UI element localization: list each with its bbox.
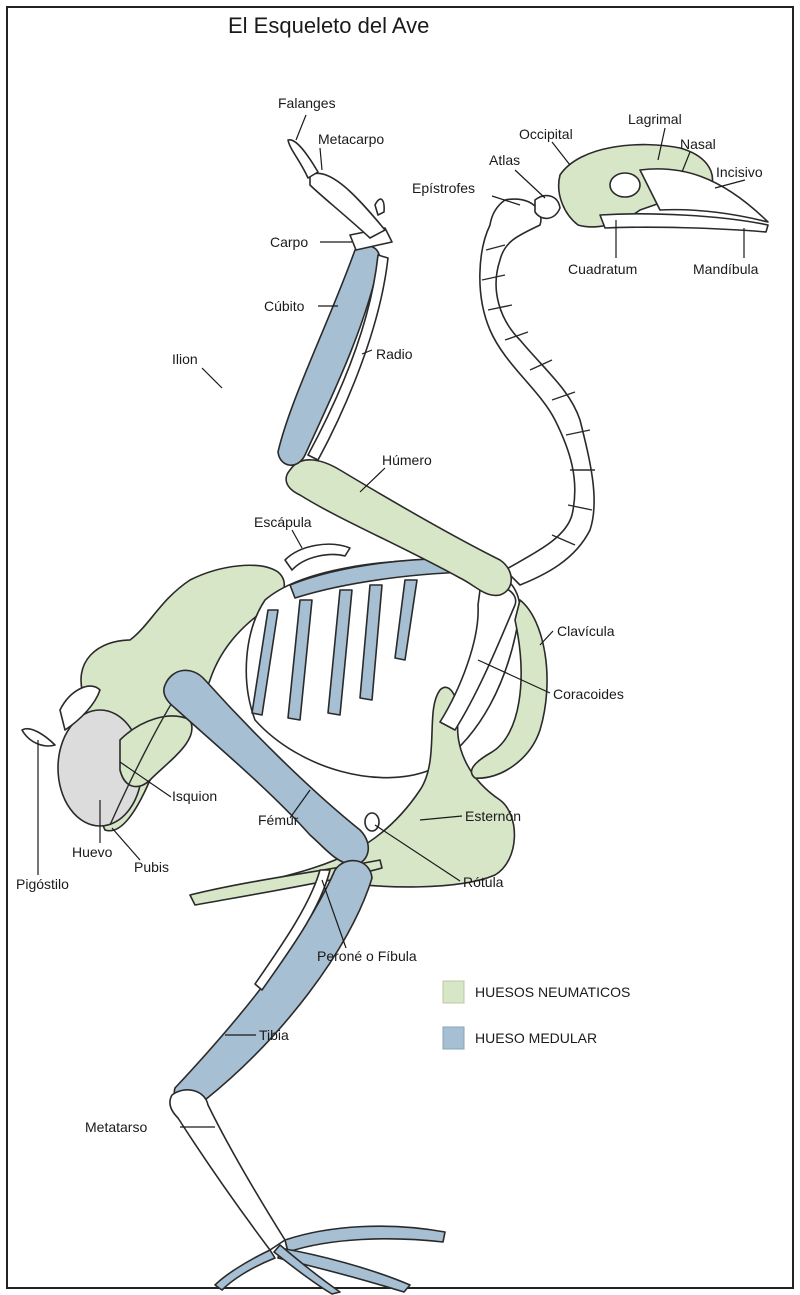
label-coracoides: Coracoides — [553, 686, 624, 702]
label-atlas: Atlas — [489, 152, 520, 168]
leader-escapula — [292, 530, 302, 548]
label-incisivo: Incisivo — [716, 164, 763, 180]
escapula-white — [285, 544, 350, 570]
label-lagrimal: Lagrimal — [628, 111, 682, 127]
label-cubito: Cúbito — [264, 298, 305, 314]
legend-label-pneumatic: HUESOS NEUMATICOS — [475, 984, 630, 1000]
rotula-bone — [365, 813, 379, 831]
legend-label-medullary: HUESO MEDULAR — [475, 1030, 597, 1046]
label-occipital: Occipital — [519, 126, 573, 142]
label-falanges: Falanges — [278, 95, 336, 111]
falanges-bone — [288, 140, 318, 178]
wing-digit — [375, 199, 384, 215]
metacarpo-bone — [310, 173, 385, 238]
label-epistrofes: Epístrofes — [412, 180, 475, 196]
metatarso-bone — [170, 1090, 285, 1250]
label-isquion: Isquion — [172, 788, 217, 804]
legend-swatch-pneumatic — [443, 981, 464, 1003]
label-ilion: Ilion — [172, 351, 198, 367]
legend-swatch-medullary — [443, 1027, 464, 1049]
eye-orbit — [610, 173, 640, 197]
leader-incisivo — [715, 180, 745, 188]
label-femur: Fémur — [258, 812, 299, 828]
toe-bone — [285, 1226, 445, 1252]
label-metacarpo: Metacarpo — [318, 131, 384, 147]
label-humero: Húmero — [382, 452, 432, 468]
label-carpo: Carpo — [270, 234, 308, 250]
leader-pubis — [112, 828, 140, 860]
atlas-vertebra — [535, 196, 560, 219]
label-pubis: Pubis — [134, 859, 169, 875]
leader-atlas — [515, 170, 545, 198]
label-rotula: Rótula — [463, 874, 504, 890]
label-esternon: Esternón — [465, 808, 521, 824]
label-nasal: Nasal — [680, 136, 716, 152]
label-tibia: Tibia — [259, 1027, 289, 1043]
diagram-title: El Esqueleto del Ave — [228, 13, 429, 38]
leader-occipital — [552, 142, 570, 165]
label-pigostilo: Pigóstilo — [16, 876, 69, 892]
label-mandibula: Mandíbula — [693, 261, 759, 277]
neck-vertebrae — [480, 199, 594, 585]
leader-falanges — [296, 115, 306, 140]
label-cuadratum: Cuadratum — [568, 261, 637, 277]
toe-bone — [215, 1250, 275, 1290]
label-escapula: Escápula — [254, 514, 312, 530]
label-clavicula: Clavícula — [557, 623, 615, 639]
label-huevo: Huevo — [72, 844, 113, 860]
label-metatarso: Metatarso — [85, 1119, 147, 1135]
leader-ilion — [202, 368, 222, 388]
leader-metacarpo — [320, 148, 322, 170]
leader-humero — [360, 468, 385, 492]
label-perone: Peroné o Fíbula — [317, 948, 417, 964]
label-radio: Radio — [376, 346, 413, 362]
